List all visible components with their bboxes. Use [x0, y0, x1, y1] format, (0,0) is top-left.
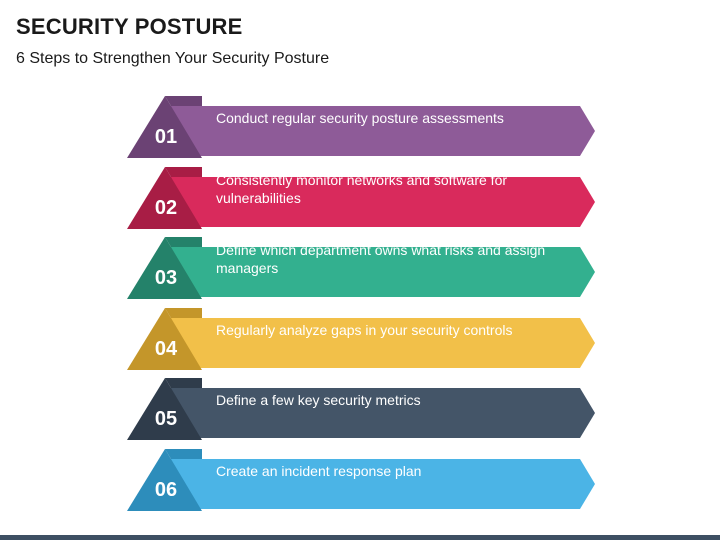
- step-number: 02: [154, 196, 178, 219]
- step-item: 04 Regularly analyze gaps in your securi…: [0, 290, 720, 370]
- step-number: 03: [154, 267, 178, 289]
- page-title: SECURITY POSTURE: [16, 14, 243, 39]
- step-arrow-shape: [127, 96, 595, 158]
- step-item: 05 Define a few key security metrics: [0, 360, 720, 440]
- step-text: Conduct regular security posture assessm…: [216, 110, 504, 126]
- step-number: 06: [154, 478, 178, 501]
- step-number: 01: [154, 126, 178, 148]
- step-item: 02 Consistently monitor networks and sof…: [0, 149, 720, 229]
- page-subtitle: 6 Steps to Strengthen Your Security Post…: [16, 50, 330, 67]
- step-arrow-shape: [127, 166, 595, 229]
- step-item: 01 Conduct regular security posture asse…: [0, 78, 720, 158]
- step-number: 04: [154, 337, 178, 360]
- step-item: 06 Create an incident response plan: [0, 431, 720, 511]
- step-text: Create an incident response plan: [216, 462, 422, 479]
- step-arrow-shape: [127, 237, 595, 299]
- step-number: 05: [154, 408, 178, 430]
- step-text: Regularly analyze gaps in your security …: [216, 321, 513, 338]
- step-item: 03 Define which department owns what ris…: [0, 219, 720, 299]
- step-arrow-shape: [127, 448, 595, 511]
- step-arrow-shape: [127, 378, 595, 440]
- step-text: Define a few key security metrics: [216, 392, 421, 408]
- bottom-bar: [0, 535, 720, 540]
- step-arrow-shape: [127, 307, 595, 370]
- step-text: Define which department owns what risks …: [216, 242, 546, 276]
- step-text: Consistently monitor networks and softwa…: [216, 171, 508, 206]
